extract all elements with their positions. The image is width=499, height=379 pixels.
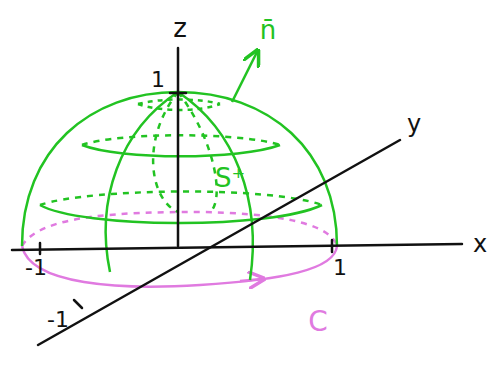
tick-label: -1 xyxy=(25,257,47,279)
surface-label: S⁺ xyxy=(215,165,245,191)
axis-label: y xyxy=(407,112,421,136)
tick-label: 1 xyxy=(151,69,165,91)
curve-label: C xyxy=(308,308,328,336)
axis-label: z xyxy=(173,15,187,41)
tick-label: 1 xyxy=(333,257,347,279)
tick-label: -1 xyxy=(47,309,69,331)
axis-label: x xyxy=(473,232,487,256)
normal-label: n̄ xyxy=(260,17,276,43)
coordinate-axes xyxy=(12,48,462,345)
